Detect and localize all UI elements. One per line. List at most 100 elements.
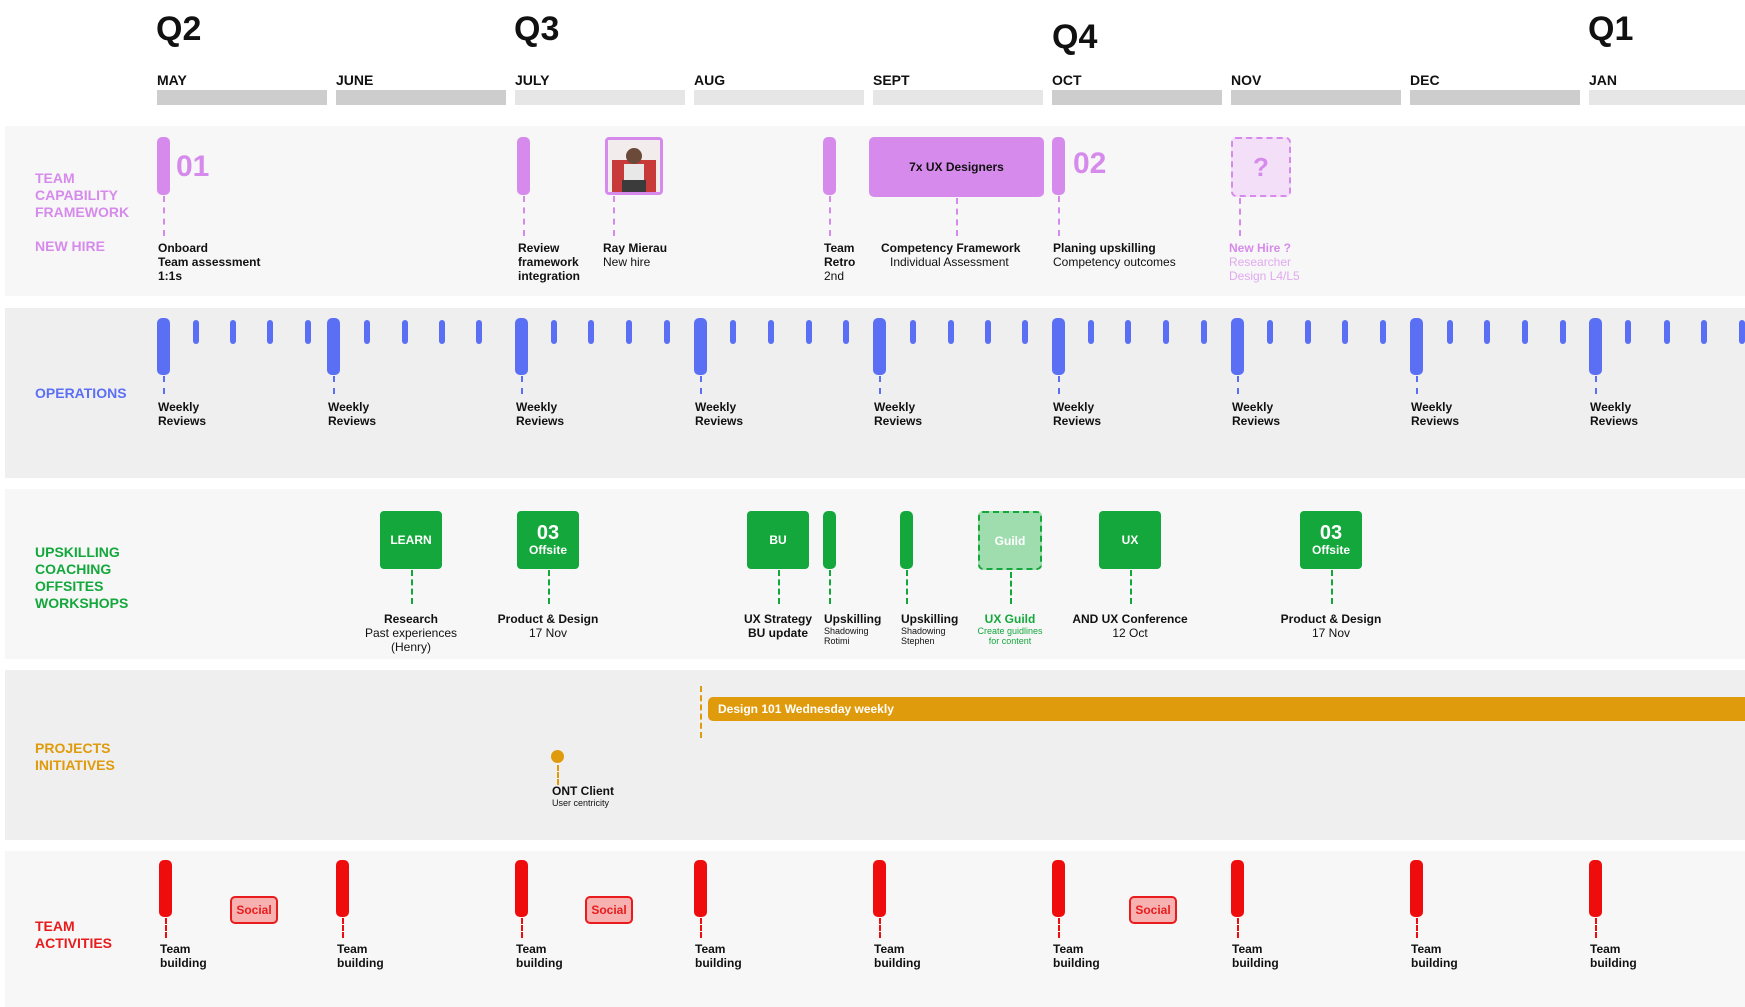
month-june: JUNE	[336, 72, 374, 88]
guild-block: Guild	[978, 511, 1042, 570]
event-upskilling-2-title: Upskilling	[901, 612, 959, 626]
team-building-label: Team building	[516, 942, 563, 970]
team-row-label: TEAM ACTIVITIES	[35, 918, 113, 951]
connector	[411, 570, 413, 604]
ont-client-sub: User centricity	[552, 798, 610, 808]
team-building-marker	[1052, 860, 1065, 917]
connector	[879, 918, 881, 938]
event-ux-guild-title: UX Guild	[984, 612, 1036, 626]
capability-marker-review	[517, 137, 530, 195]
weekly-tick	[1088, 320, 1094, 344]
month-bar-dec	[1410, 90, 1580, 105]
weekly-tick	[626, 320, 632, 344]
month-bar-oct	[1052, 90, 1222, 105]
weekly-tick	[948, 320, 954, 344]
connector	[1058, 918, 1060, 938]
ux-label: UX	[1121, 533, 1139, 547]
new-hire-placeholder: ?	[1231, 137, 1291, 197]
offsite-block-2: 03 Offsite	[1300, 511, 1362, 569]
connector	[1416, 376, 1418, 394]
team-building-marker	[694, 860, 707, 917]
connector	[1058, 376, 1060, 394]
month-bar-july	[515, 90, 685, 105]
connector	[1595, 376, 1597, 394]
new-hire-row-label: NEW HIRE	[35, 238, 105, 254]
weekly-tick	[551, 320, 557, 344]
connector	[778, 570, 780, 604]
milestone-02: 02	[1073, 147, 1107, 180]
team-building-label: Team building	[1053, 942, 1100, 970]
month-july: JULY	[515, 72, 550, 88]
weekly-reviews-label: Weekly Reviews	[328, 400, 377, 428]
capability-marker-01	[157, 137, 170, 195]
offsite-number: 03	[1319, 522, 1343, 544]
offsite-word: Offsite	[1311, 543, 1350, 557]
event-new-hire-sub: Researcher Design L4/L5	[1229, 255, 1300, 283]
upskilling-band	[5, 489, 1745, 659]
event-planning-title: Planing upskilling	[1053, 241, 1156, 255]
quarter-q4: Q4	[1052, 18, 1098, 56]
connector	[163, 376, 165, 394]
quarter-q2: Q2	[156, 10, 202, 48]
weekly-tick	[1484, 320, 1490, 344]
monthly-review-marker	[157, 318, 170, 375]
monthly-review-marker	[1589, 318, 1602, 375]
weekly-tick	[230, 320, 236, 344]
event-conference-sub: 12 Oct	[1112, 626, 1148, 640]
weekly-reviews-label: Weekly Reviews	[874, 400, 923, 428]
connector	[333, 376, 335, 394]
weekly-reviews-label: Weekly Reviews	[1590, 400, 1639, 428]
weekly-tick	[843, 320, 849, 344]
weekly-tick	[1560, 320, 1566, 344]
weekly-tick	[1522, 320, 1528, 344]
connector	[165, 918, 167, 938]
connector	[523, 196, 525, 236]
quarter-q3: Q3	[514, 10, 560, 48]
ont-client-title: ONT Client	[552, 784, 614, 798]
weekly-reviews-label: Weekly Reviews	[516, 400, 565, 428]
month-oct: OCT	[1052, 72, 1082, 88]
weekly-reviews-label: Weekly Reviews	[1411, 400, 1460, 428]
projects-band	[5, 670, 1745, 840]
weekly-tick	[193, 320, 199, 344]
connector	[1331, 570, 1333, 604]
weekly-tick	[1664, 320, 1670, 344]
connector	[1237, 376, 1239, 394]
team-building-marker	[873, 860, 886, 917]
event-ray-mierau-title: Ray Mierau	[603, 241, 668, 255]
month-bar-may	[157, 90, 327, 105]
monthly-review-marker	[873, 318, 886, 375]
connector	[557, 765, 559, 785]
capability-row-label: TEAM CAPABILITY FRAMEWORK	[35, 170, 130, 220]
weekly-tick	[664, 320, 670, 344]
weekly-tick	[910, 320, 916, 344]
event-review-framework: Review framework integration	[518, 241, 580, 283]
offsite-number: 03	[536, 522, 560, 544]
weekly-tick	[985, 320, 991, 344]
offsite-word: Offsite	[528, 543, 567, 557]
connector	[613, 196, 615, 236]
connector	[1058, 196, 1060, 236]
weekly-tick	[402, 320, 408, 344]
team-building-label: Team building	[874, 942, 921, 970]
team-building-marker	[1231, 860, 1244, 917]
weekly-tick	[588, 320, 594, 344]
month-bar-nov	[1231, 90, 1401, 105]
connector	[700, 918, 702, 938]
connector	[548, 570, 550, 604]
month-aug: AUG	[694, 72, 726, 88]
month-bar-jan	[1589, 90, 1745, 105]
event-ux-guild-sub: Create guidlines for content	[977, 626, 1043, 646]
weekly-tick	[305, 320, 311, 344]
weekly-tick	[476, 320, 482, 344]
weekly-tick	[1022, 320, 1028, 344]
weekly-tick	[1739, 320, 1745, 344]
upskilling-marker-rotimi	[823, 511, 836, 569]
weekly-reviews-label: Weekly Reviews	[695, 400, 744, 428]
capability-marker-retro	[823, 137, 836, 195]
learn-block: LEARN	[380, 511, 442, 569]
month-bar-june	[336, 90, 506, 105]
team-building-label: Team building	[160, 942, 207, 970]
connector	[700, 376, 702, 394]
social-badge-3: Social	[1129, 896, 1177, 924]
